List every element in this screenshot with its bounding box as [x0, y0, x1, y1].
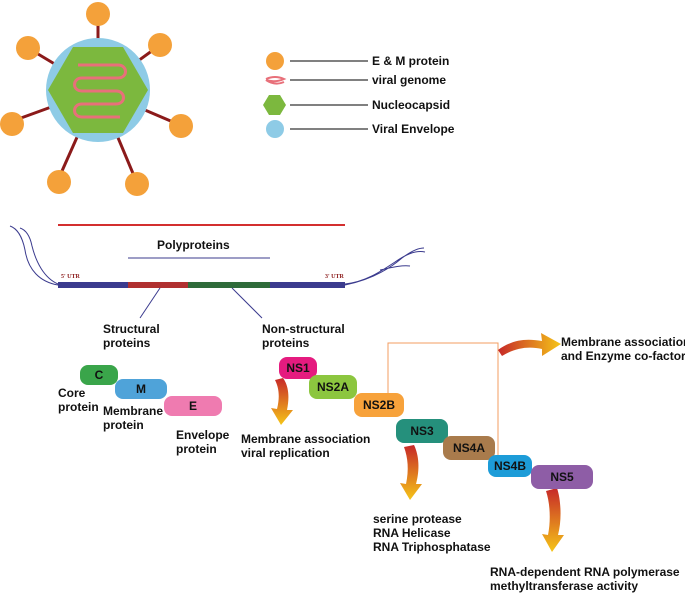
legend-label-protein: E & M protein: [372, 54, 450, 68]
cofactor-arrow: [498, 333, 561, 356]
genome-segment-nonstructural: [188, 282, 270, 288]
ns3-function-label: serine protease RNA Helicase RNA Triphos…: [373, 512, 491, 554]
protein-box-m: M: [115, 379, 167, 399]
ns5-arrow: [542, 488, 564, 552]
legend-protein-symbol: [266, 52, 284, 70]
membrane-protein-label: Membrane protein: [103, 404, 164, 432]
spike-heads: [0, 2, 193, 196]
legend-capsid-symbol: [263, 95, 286, 115]
protein-box-ns1: NS1: [279, 357, 317, 379]
nonstructural-proteins-label: Non-structural proteins: [262, 322, 345, 350]
structural-proteins-label: Structural proteins: [103, 322, 160, 350]
polyproteins-title: Polyproteins: [157, 238, 230, 252]
genome-segment-3: [270, 282, 345, 288]
protein-box-c: C: [80, 365, 118, 385]
legend-symbols: [263, 52, 368, 138]
virus-particle: [0, 2, 193, 196]
structural-pointer: [139, 287, 161, 319]
function-arrows: [271, 333, 564, 552]
viral-genome-coil: [73, 63, 127, 119]
protein-box-ns5: NS5: [531, 465, 593, 489]
legend-label-capsid: Nucleocapsid: [372, 98, 451, 112]
cofactor-connectors: [387, 342, 499, 456]
legend-label-envelope: Viral Envelope: [372, 122, 455, 136]
ns3-arrow: [400, 445, 422, 500]
ns1-arrow: [271, 378, 293, 425]
protein-box-ns2b: NS2B: [354, 393, 404, 417]
genome-map: [9, 224, 426, 319]
ns5-function-label: RNA-dependent RNA polymerase methyltrans…: [490, 565, 680, 593]
protein-box-ns3: NS3: [396, 419, 448, 443]
protein-box-e: E: [164, 396, 222, 416]
envelope-protein-label: Envelope protein: [176, 428, 230, 456]
nonstructural-pointer: [231, 287, 263, 319]
ns1-function-label: Membrane association viral replication: [241, 432, 371, 460]
protein-box-ns2a: NS2A: [309, 375, 357, 399]
utr3-label: 3' UTR: [325, 274, 344, 280]
protein-box-ns4b: NS4B: [488, 455, 532, 477]
core-protein-label: Core protein: [58, 386, 99, 414]
legend-genome-symbol: [265, 76, 287, 85]
utr3-curve: [344, 247, 426, 286]
legend-envelope-symbol: [266, 120, 284, 138]
genome-segment-5: [58, 282, 128, 288]
cofactor-function-label: Membrane association and Enzyme co-facto…: [561, 335, 685, 363]
protein-box-ns4a: NS4A: [443, 436, 495, 460]
legend-label-genome: viral genome: [372, 73, 447, 87]
utr5-label: 5' UTR: [61, 274, 80, 280]
utr5-curve: [9, 225, 59, 286]
genome-segment-structural: [128, 282, 188, 288]
